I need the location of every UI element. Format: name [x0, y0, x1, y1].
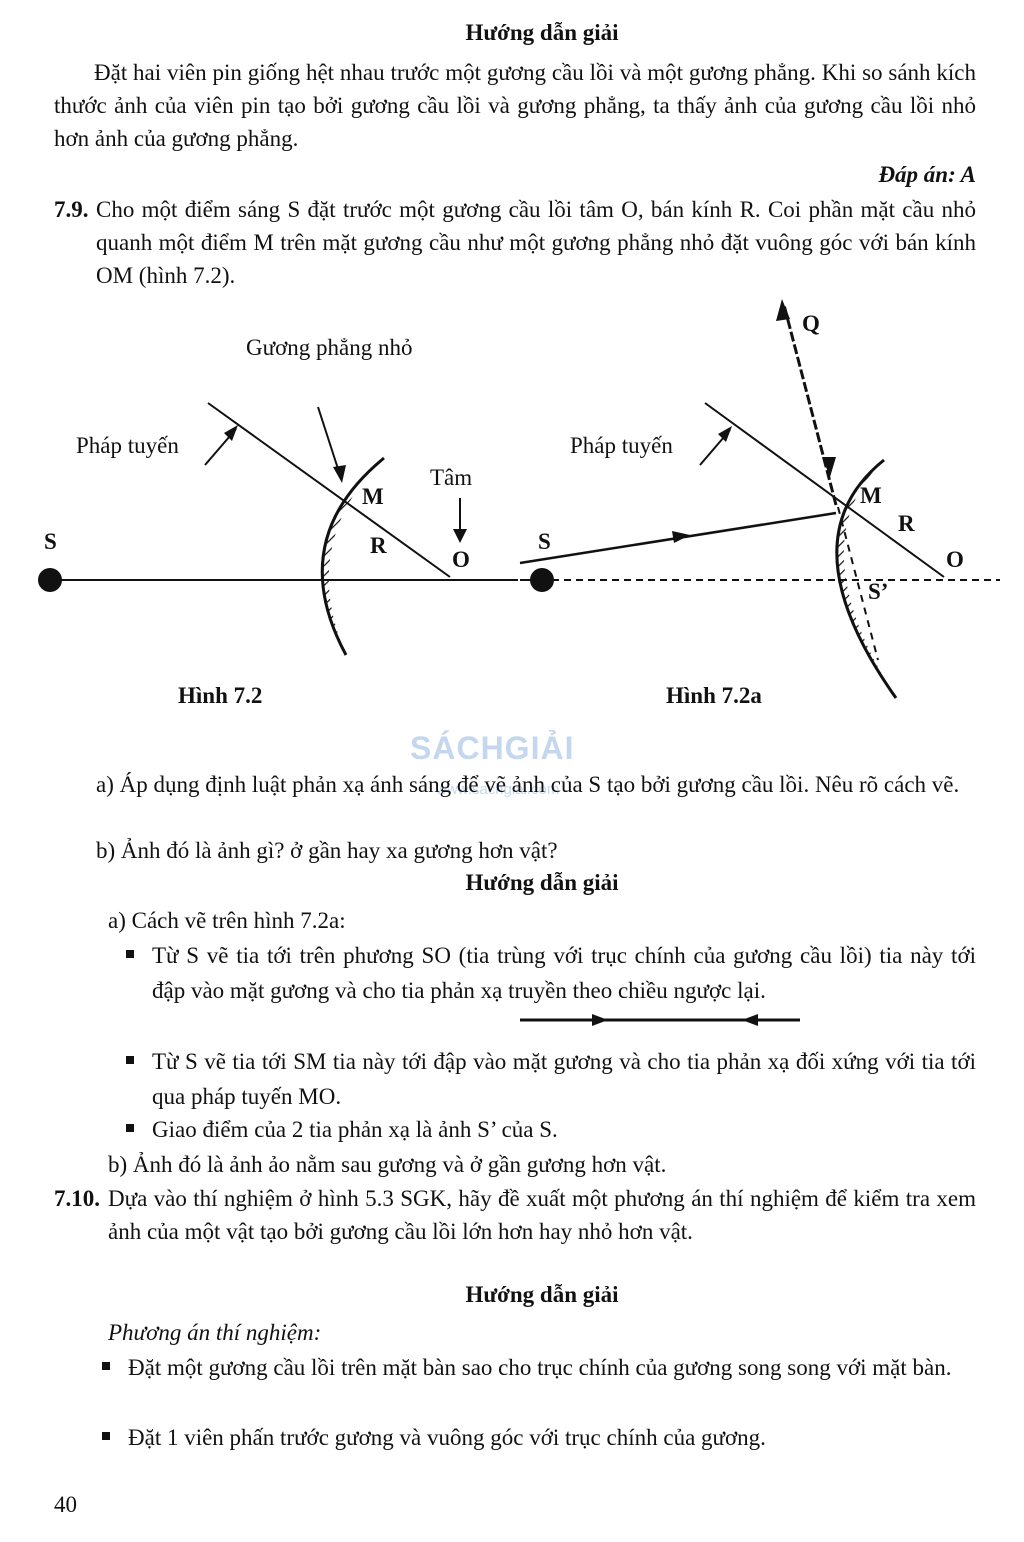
list-item: Giao điểm của 2 tia phản xạ là ảnh S’ củ…: [126, 1112, 976, 1147]
convex-mirror: [320, 456, 385, 656]
label-o: O: [452, 547, 470, 572]
bullet-icon: [102, 1432, 110, 1440]
reflected-ray-mq: [782, 304, 838, 506]
normal-line: [704, 402, 945, 578]
ray-arrow-head: [776, 299, 790, 321]
mirror-pointer-arrow: [317, 406, 341, 476]
problem-number: 7.9.: [54, 197, 89, 222]
list-item: Từ S vẽ tia tới trên phương SO (tia trùn…: [126, 938, 976, 1008]
problem-number: 7.10.: [54, 1186, 100, 1211]
arrow-head: [453, 529, 467, 543]
answer-b: b) Ảnh đó là ảnh ảo nằm sau gương và ở g…: [108, 1152, 667, 1177]
label-normal: Pháp tuyến: [570, 433, 673, 458]
ray-arrow-head: [672, 531, 690, 543]
bullet-icon: [102, 1362, 110, 1370]
label-r: R: [898, 511, 915, 536]
answer-label: Đáp án: A: [878, 162, 976, 187]
list-item-text: Đặt 1 viên phấn trước gương và vuông góc…: [128, 1425, 766, 1450]
list-item-text: Đặt một gương cầu lồi trên mặt bàn sao c…: [128, 1355, 952, 1380]
section-heading: Hướng dẫn giải: [465, 870, 619, 895]
label-m: M: [362, 484, 384, 509]
light-source-dot: [530, 568, 554, 592]
watermark: SÁCHGIẢI www.sachgiai.com: [410, 730, 620, 820]
watermark-brand: SÁCHGIẢI: [410, 730, 575, 766]
list-item: Từ S vẽ tia tới SM tia này tới đập vào m…: [126, 1044, 976, 1114]
label-r: R: [370, 533, 387, 558]
label-s: S: [44, 529, 57, 554]
drawing-intro: a) Cách vẽ trên hình 7.2a:: [108, 908, 346, 933]
label-o: O: [946, 547, 964, 572]
section-heading: Hướng dẫn giải: [465, 1282, 619, 1307]
convex-mirror: [835, 458, 898, 699]
list-item-text: Giao điểm của 2 tia phản xạ là ảnh S’ củ…: [152, 1117, 558, 1142]
bullet-icon: [126, 1124, 134, 1132]
question-a: a) Áp dụng định luật phản xạ ánh sáng để…: [96, 772, 960, 797]
optics-figures: S Pháp tuyến Gương phẳng nhỏ Tâm M R O H…: [38, 299, 1000, 708]
light-source-dot: [38, 568, 62, 592]
page-number: 40: [54, 1492, 77, 1517]
list-item: Đặt 1 viên phấn trước gương và vuông góc…: [102, 1420, 976, 1455]
arrow-head: [333, 465, 346, 483]
experiment-subtitle: Phương án thí nghiệm:: [108, 1320, 322, 1345]
label-s: S: [538, 529, 551, 554]
label-normal: Pháp tuyến: [76, 433, 179, 458]
arrow-head: [718, 426, 732, 442]
label-m: M: [860, 483, 882, 508]
list-item: Đặt một gương cầu lồi trên mặt bàn sao c…: [54, 1350, 976, 1385]
figure-caption: Hình 7.2a: [666, 683, 762, 708]
problem-text: Dựa vào thí nghiệm ở hình 5.3 SGK, hãy đ…: [108, 1186, 976, 1244]
figure-7-2a: S Pháp tuyến Q M R O S’ Hình 7.2a: [519, 299, 1000, 708]
label-q: Q: [802, 311, 820, 336]
arrow-head: [224, 425, 238, 441]
list-item-text: Từ S vẽ tia tới SM tia này tới đập vào m…: [152, 1049, 976, 1109]
problem-7-10: 7.10. Dựa vào thí nghiệm ở hình 5.3 SGK,…: [54, 1182, 976, 1248]
bullet-icon: [126, 950, 134, 958]
normal-line: [207, 402, 451, 578]
problem-text: Cho một điểm sáng S đặt trước một gương …: [96, 197, 976, 288]
ray-arrow-head: [822, 457, 836, 477]
label-s-prime: S’: [868, 579, 888, 604]
problem-7-9: 7.9. Cho một điểm sáng S đặt trước một g…: [54, 193, 976, 292]
list-item-text: Từ S vẽ tia tới trên phương SO (tia trùn…: [152, 943, 976, 1003]
figure-caption: Hình 7.2: [178, 683, 262, 708]
label-small-plane-mirror: Gương phẳng nhỏ: [246, 335, 412, 360]
question-b: b) Ảnh đó là ảnh gì? ở gần hay xa gương …: [96, 838, 558, 863]
watermark-url: www.sachgiai.com: [436, 781, 560, 798]
virtual-extension: [837, 506, 879, 661]
solution-paragraph: Đặt hai viên pin giống hệt nhau trước mộ…: [54, 60, 976, 151]
label-center: Tâm: [430, 465, 472, 490]
figure-7-2: S Pháp tuyến Gương phẳng nhỏ Tâm M R O H…: [38, 335, 518, 708]
reversal-arrow-line: [520, 1014, 800, 1026]
bullet-icon: [126, 1056, 134, 1064]
section-heading: Hướng dẫn giải: [465, 20, 619, 45]
